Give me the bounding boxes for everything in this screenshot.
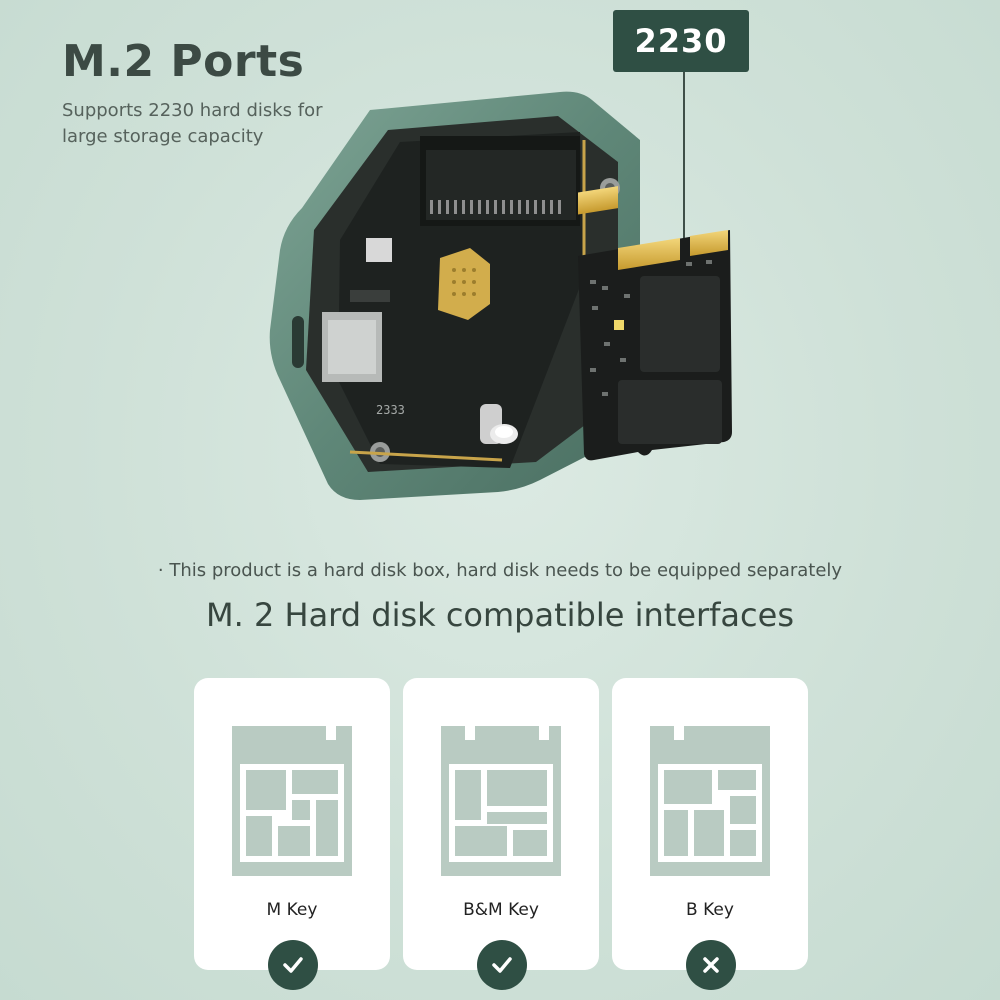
compat-card-bm-key: B&M Key <box>403 678 599 990</box>
bm-key-diagram-icon <box>441 726 561 876</box>
unsupported-badge <box>686 940 736 990</box>
ssd-2230-card <box>578 186 732 461</box>
callout-leader-line <box>683 72 685 248</box>
check-icon <box>492 957 512 973</box>
m-key-diagram-icon <box>232 726 352 876</box>
size-callout: 2230 <box>613 10 749 72</box>
enclosure-pcb: 2333 <box>322 132 620 468</box>
compat-card-label: B Key <box>686 900 734 920</box>
compat-section-title: M. 2 Hard disk compatible interfaces <box>206 596 794 634</box>
compat-card-label: B&M Key <box>463 900 539 920</box>
separate-purchase-notice: · This product is a hard disk box, hard … <box>157 560 843 581</box>
page-subtitle: Supports 2230 hard disks for large stora… <box>62 100 323 147</box>
cross-icon <box>703 957 719 973</box>
enclosure-illustration: 2333 <box>269 91 732 501</box>
supported-badge <box>477 940 527 990</box>
page-title: M.2 Ports <box>62 36 305 87</box>
size-callout-label: 2230 <box>634 22 728 60</box>
compat-card-b-key: B Key <box>612 678 808 990</box>
compat-card-m-key: M Key <box>194 678 390 990</box>
board-marking: 2333 <box>376 403 405 417</box>
check-icon <box>283 957 303 973</box>
b-key-diagram-icon <box>650 726 770 876</box>
compat-card-label: M Key <box>266 900 318 920</box>
mounting-screw <box>480 404 518 444</box>
supported-badge <box>268 940 318 990</box>
